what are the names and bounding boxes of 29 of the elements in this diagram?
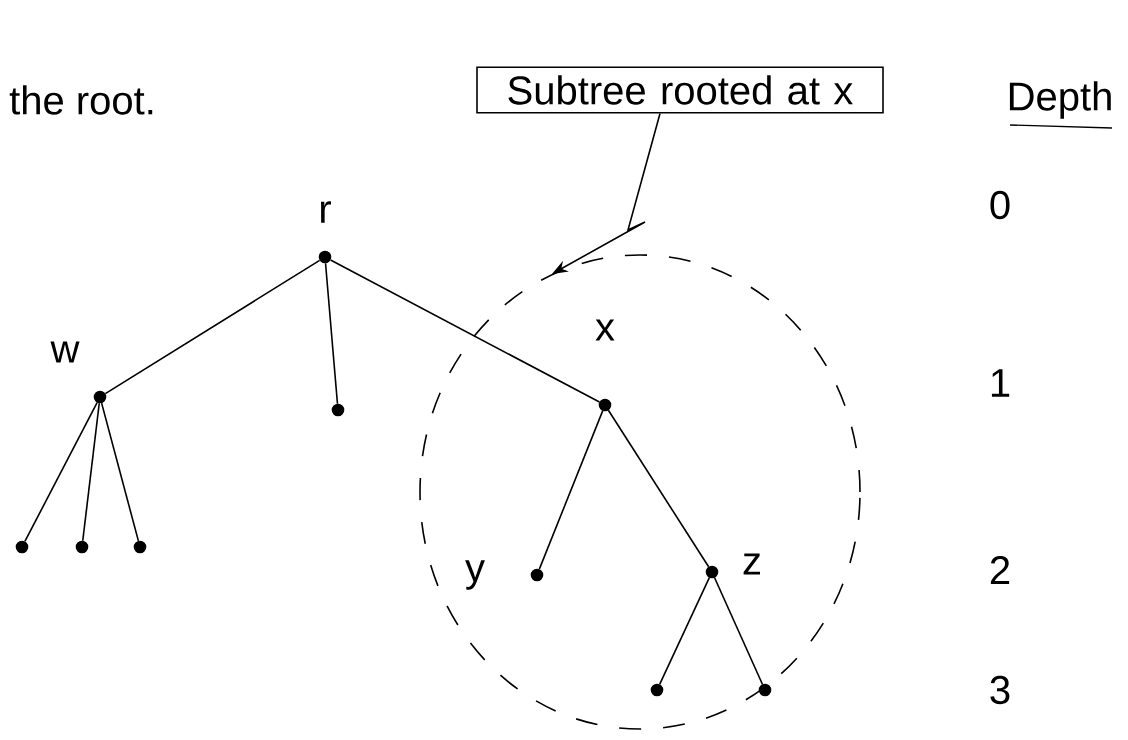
tree-edge [81, 402, 101, 542]
tree-edge [100, 402, 140, 542]
node-letter: r [321, 201, 331, 223]
tree-node [758, 683, 772, 697]
tree-edge [658, 576, 711, 686]
tree-edge [713, 576, 764, 686]
tree-node [331, 403, 345, 417]
depth-number: 2 [990, 556, 1010, 584]
tree-node [650, 683, 664, 697]
node-letter: y [465, 560, 485, 590]
node-letter: x [595, 319, 615, 341]
tree-edge [104, 259, 321, 395]
sentence-text: the root. [9, 85, 153, 115]
depth-number: 1 [991, 369, 1010, 397]
tree-edge [538, 410, 604, 570]
callout-box: Subtree rooted at x [476, 66, 884, 114]
depth-number: 3 [990, 675, 1010, 705]
depth-number: 0 [990, 190, 1010, 220]
node-letter: z [743, 553, 760, 575]
tree-edge [607, 409, 710, 568]
tree-edge [329, 259, 601, 403]
tree-node [133, 540, 147, 554]
tree-edge [24, 401, 98, 543]
node-letter: w [50, 341, 80, 363]
tree-node [15, 540, 29, 554]
tree-node [75, 540, 89, 554]
dashed-ellipse [419, 254, 861, 730]
column-heading: Depth [1009, 81, 1111, 119]
tree-edge [324, 262, 339, 405]
